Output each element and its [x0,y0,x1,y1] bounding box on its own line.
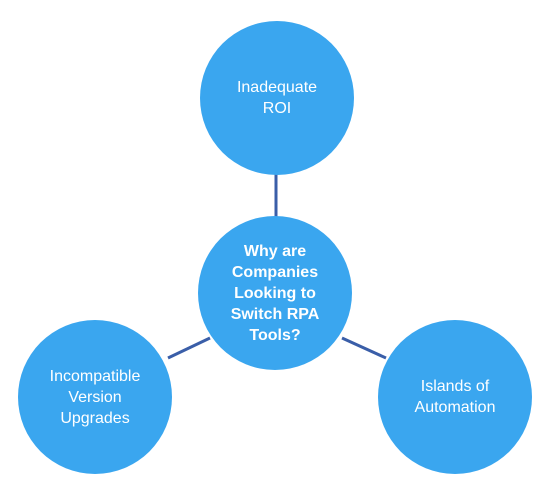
center-circle [198,216,352,370]
node-left-circle [18,320,172,474]
node-top-circle [200,21,354,175]
connector-right [341,336,387,360]
connector-left [167,336,211,360]
node-right-circle [378,320,532,474]
